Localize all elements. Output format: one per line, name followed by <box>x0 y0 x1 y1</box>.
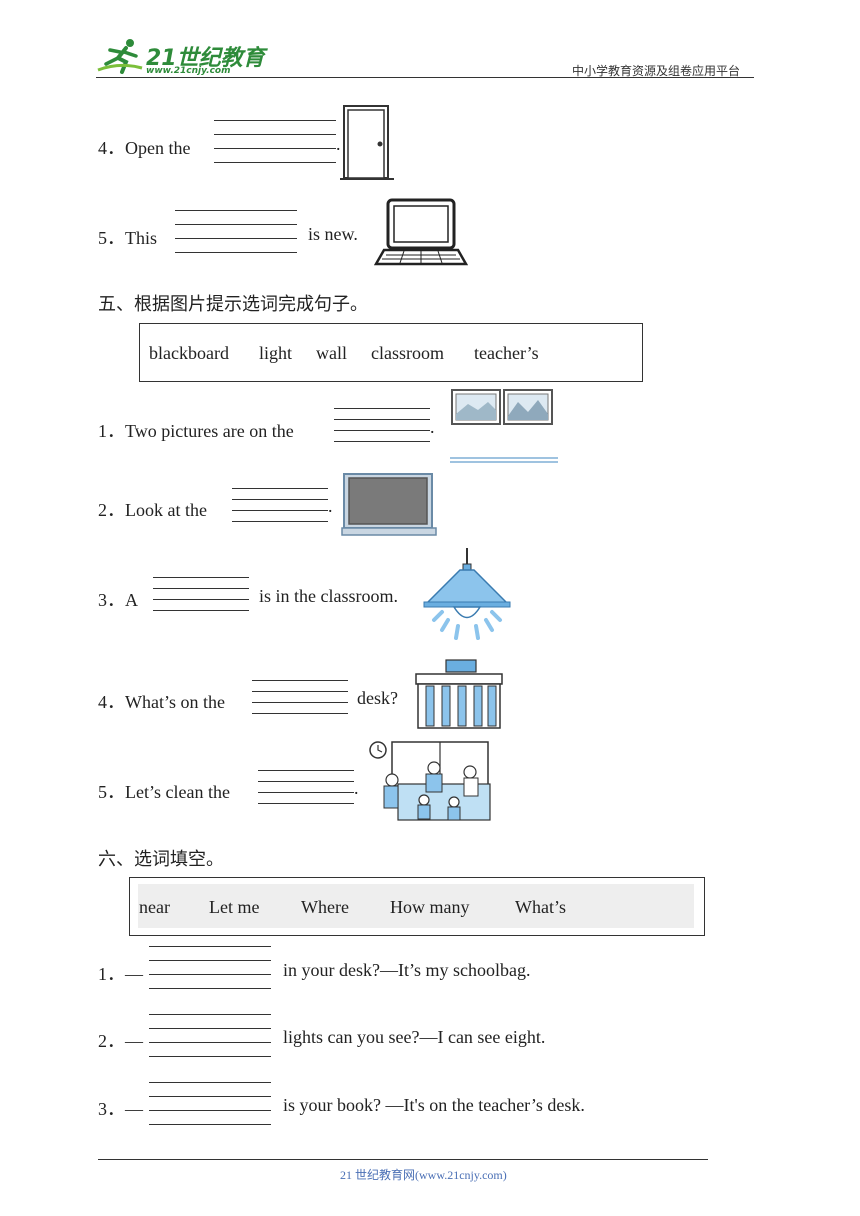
header: 21世纪教育 www.21cnjy.com 中小学教育资源及组卷应用平台 <box>0 0 860 80</box>
question-text: Let’s clean the <box>125 782 230 802</box>
question-text-end: . <box>336 134 341 154</box>
word-bank-item: How many <box>390 897 470 917</box>
footer-text: 21 世纪教育网(www.21cnjy.com) <box>340 1168 507 1182</box>
platform-name: 中小学教育资源及组卷应用平台 <box>572 64 741 78</box>
children-cleaning-icon <box>369 741 491 821</box>
wall-pictures-icon <box>450 389 558 463</box>
word-bank-box: near Let me Where How many What’s <box>129 877 705 936</box>
question-text: Open the <box>125 138 191 158</box>
fill-question-1: 1．— <box>98 960 143 986</box>
question-4-open: 4．Open the <box>98 134 190 160</box>
word-bank-item: teacher’s <box>474 343 539 363</box>
fill-question-3: 3．— <box>98 1095 143 1121</box>
answer-blank[interactable] <box>149 946 271 989</box>
question-dash: — <box>125 1099 143 1119</box>
answer-blank[interactable] <box>214 120 336 164</box>
question-text-end: . <box>430 417 435 437</box>
section-5-title: 五、根据图片提示选词完成句子。 <box>98 294 368 315</box>
question-2-look: 2．Look at the <box>98 496 207 522</box>
answer-blank[interactable] <box>175 210 297 254</box>
question-text: in your desk?—It’s my schoolbag. <box>283 960 531 980</box>
logo-url: www.21cnjy.com <box>146 66 231 76</box>
word-bank-item: Where <box>301 897 349 917</box>
header-rule <box>96 77 754 78</box>
question-text: lights can you see?—I can see eight. <box>283 1027 546 1047</box>
question-1-pictures: 1．Two pictures are on the <box>98 417 294 443</box>
word-bank-item: near <box>139 897 170 917</box>
question-text-end: is new. <box>308 224 358 244</box>
answer-blank[interactable] <box>334 408 430 442</box>
question-number: 4． <box>98 138 125 158</box>
blackboard-icon <box>341 473 437 536</box>
word-bank-box: blackboard light wall classroom teacher’… <box>139 323 643 382</box>
question-number: 5． <box>98 228 125 248</box>
word-bank-item: Let me <box>209 897 260 917</box>
question-text-end: . <box>328 496 333 516</box>
fill-question-2: 2．— <box>98 1027 143 1053</box>
question-text: What’s on the <box>125 692 225 712</box>
answer-blank[interactable] <box>232 488 328 522</box>
question-number: 2． <box>98 1031 125 1051</box>
question-number: 2． <box>98 500 125 520</box>
answer-blank[interactable] <box>258 770 354 804</box>
question-number: 3． <box>98 590 125 610</box>
question-text: A <box>125 590 138 610</box>
question-dash: — <box>125 964 143 984</box>
question-text: Look at the <box>125 500 207 520</box>
section-6-title: 六、选词填空。 <box>98 849 224 870</box>
question-number: 1． <box>98 421 125 441</box>
question-5-clean: 5．Let’s clean the <box>98 778 230 804</box>
question-text-end: desk? <box>357 688 398 708</box>
question-5-this: 5．This <box>98 224 157 250</box>
question-text-end: is in the classroom. <box>259 586 398 606</box>
ceiling-light-icon <box>423 548 511 640</box>
question-text: Two pictures are on the <box>125 421 294 441</box>
word-bank-item: What’s <box>515 897 566 917</box>
question-4-desk: 4．What’s on the <box>98 688 225 714</box>
question-text-end: . <box>354 778 359 798</box>
logo-runner-icon <box>97 39 143 74</box>
answer-blank[interactable] <box>153 577 249 611</box>
word-bank-item: blackboard <box>149 343 229 363</box>
question-3-a: 3．A <box>98 586 138 612</box>
question-number: 3． <box>98 1099 125 1119</box>
door-icon <box>340 105 394 180</box>
question-dash: — <box>125 1031 143 1051</box>
word-bank-item: light <box>259 343 293 363</box>
word-bank-shading <box>138 884 694 928</box>
logo-text: 21世纪教育 <box>146 46 265 71</box>
word-bank-item: classroom <box>371 343 444 363</box>
computer-icon <box>374 198 468 266</box>
answer-blank[interactable] <box>252 680 348 714</box>
question-number: 4． <box>98 692 125 712</box>
answer-blank[interactable] <box>149 1082 271 1125</box>
teachers-desk-icon <box>415 659 503 729</box>
question-number: 1． <box>98 964 125 984</box>
answer-blank[interactable] <box>149 1014 271 1057</box>
question-number: 5． <box>98 782 125 802</box>
question-text: This <box>125 228 158 248</box>
question-text: is your book? —It's on the teacher’s des… <box>283 1095 585 1115</box>
word-bank-item: wall <box>316 343 347 363</box>
footer-rule <box>98 1159 708 1160</box>
